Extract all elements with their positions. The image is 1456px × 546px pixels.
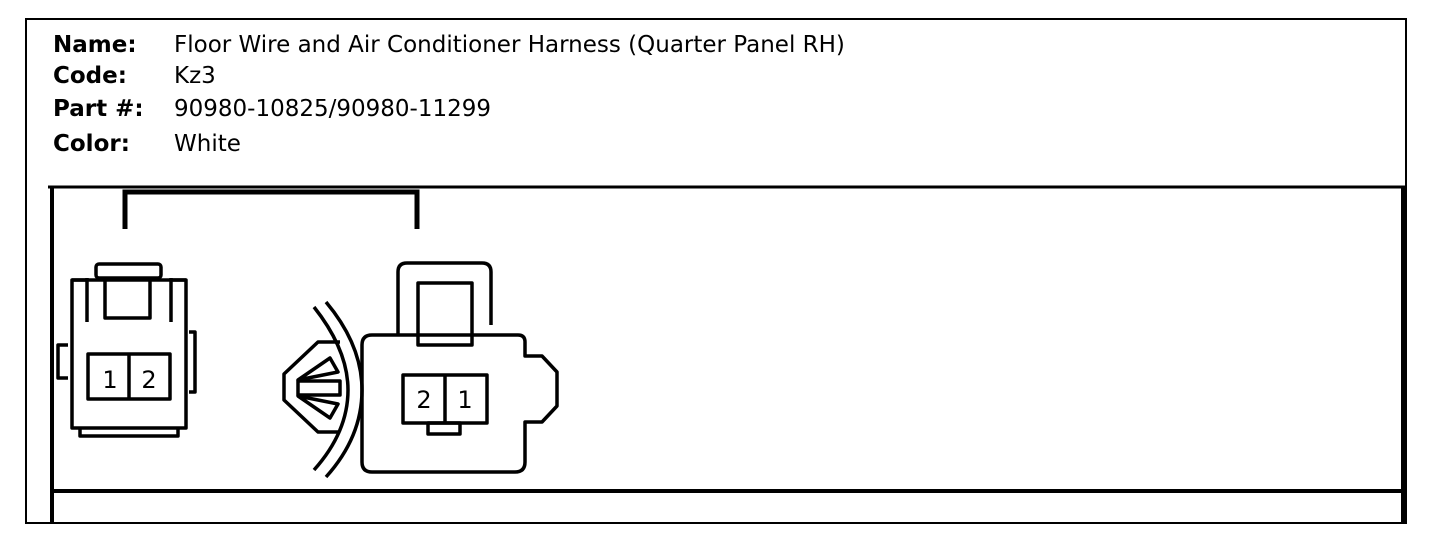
color-label: Color:: [53, 131, 130, 157]
name-label: Name:: [53, 32, 137, 58]
left-connector-pins: 1 2: [102, 366, 156, 394]
color-value: White: [174, 131, 241, 157]
connector-pair-bracket: [122, 189, 420, 229]
left-connector: [56, 262, 197, 438]
part-label: Part #:: [53, 96, 144, 122]
right-connector: [282, 261, 559, 479]
connector-diagram: 1 2 2 1: [48, 185, 1407, 524]
code-value: Kz3: [174, 63, 216, 89]
right-connector-pins: 2 1: [416, 386, 472, 414]
code-label: Code:: [53, 63, 127, 89]
left-pin-1-label: 1: [102, 366, 117, 394]
right-pin-1-label: 1: [457, 386, 472, 414]
name-value: Floor Wire and Air Conditioner Harness (…: [174, 32, 845, 58]
right-pin-2-label: 2: [416, 386, 431, 414]
connector-info-frame: [25, 18, 1407, 524]
part-value: 90980-10825/90980-11299: [174, 96, 492, 122]
left-pin-2-label: 2: [141, 366, 156, 394]
